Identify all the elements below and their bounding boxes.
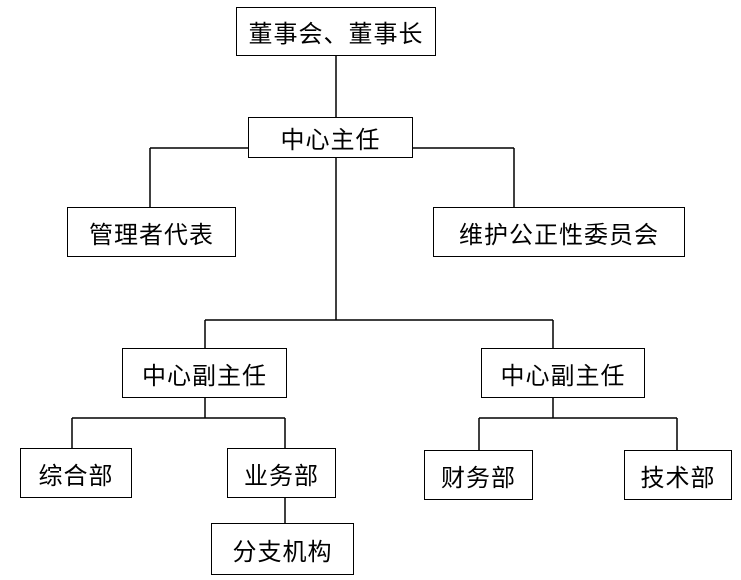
branch-box: 分支机构 [211, 523, 354, 575]
board-box: 董事会、董事长 [236, 7, 436, 56]
management-rep-box: 管理者代表 [67, 207, 236, 257]
technical-dept-box: 技术部 [624, 450, 732, 500]
finance-dept-box: 财务部 [424, 450, 533, 500]
director-box: 中心主任 [248, 117, 413, 158]
deputy-director-right-box: 中心副主任 [481, 348, 645, 398]
deputy-director-left-box: 中心副主任 [122, 348, 287, 398]
general-dept-box: 综合部 [20, 448, 132, 498]
business-dept-box: 业务部 [227, 448, 336, 498]
impartiality-committee-box: 维护公正性委员会 [433, 207, 685, 257]
